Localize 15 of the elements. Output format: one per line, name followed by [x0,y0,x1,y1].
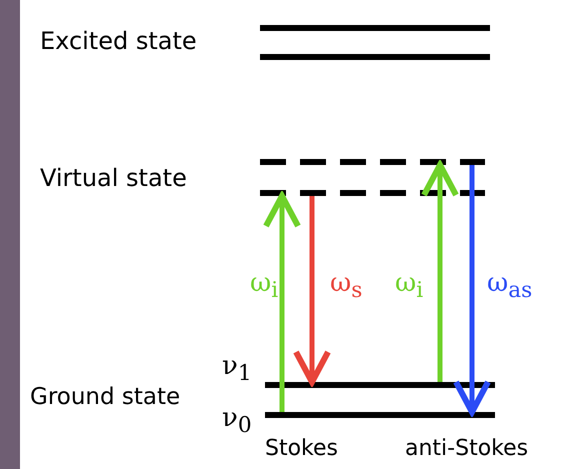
arrow [293,196,331,385]
column-label: anti-Stokes [405,437,528,462]
level-label: Ground state [30,385,180,410]
edge-label: ω$_{s}$ [330,268,362,304]
level-symbol: ν$_{1}$ [222,352,252,386]
edge-label: ω$_{i}$ [250,268,278,304]
column-label: Stokes [265,437,338,462]
level-label: Excited state [40,28,197,54]
level-label: Virtual state [40,165,187,192]
arrow [263,193,301,412]
level-symbol: ν$_{0}$ [222,404,252,438]
arrow [453,165,491,415]
edge-label: ω$_{i}$ [395,268,424,304]
arrow [421,162,459,382]
edge-label: ω$_{as}$ [487,268,532,304]
